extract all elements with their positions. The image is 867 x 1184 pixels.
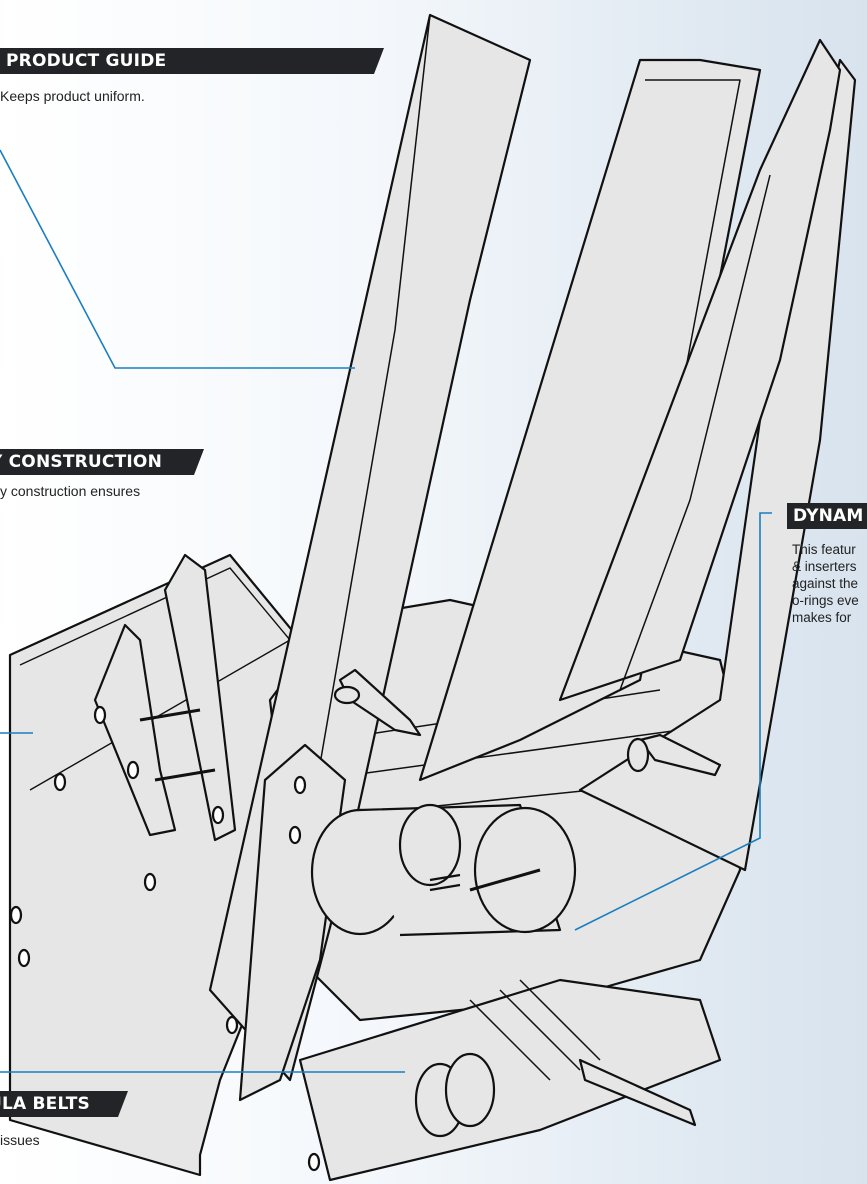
belts-description: issues <box>0 1132 40 1148</box>
dynamic-description: This featur & inserters against the o-ri… <box>792 541 859 626</box>
dynamic-line: This featur <box>792 542 856 557</box>
knob-right <box>638 733 722 777</box>
base-plate <box>298 978 722 1182</box>
leader-line-product-guide <box>0 149 355 369</box>
product-guide-banner: PRODUCT GUIDE <box>0 48 384 74</box>
product-guide-title: PRODUCT GUIDE <box>6 51 167 71</box>
belts-banner: ULA BELTS <box>0 1091 128 1117</box>
leader-line-dynamic <box>574 512 772 931</box>
belts-title: ULA BELTS <box>2 1094 90 1114</box>
construction-title: Y CONSTRUCTION <box>0 452 162 472</box>
machine-illustration <box>8 13 857 1182</box>
left-bracket-1 <box>93 623 177 837</box>
guide-rail-center <box>418 58 762 782</box>
dynamic-line: makes for <box>792 610 852 625</box>
dynamic-title: DYNAM <box>793 506 864 526</box>
construction-banner: Y CONSTRUCTION <box>0 449 204 475</box>
construction-description: y construction ensures <box>0 483 141 499</box>
left-bracket-2 <box>163 553 237 842</box>
dynamic-line: against the <box>792 576 859 591</box>
dynamic-line: & inserters <box>792 559 857 574</box>
front-brace <box>238 743 347 1102</box>
dynamic-banner: DYNAM <box>787 503 867 529</box>
product-guide-description: Keeps product uniform. <box>0 88 145 104</box>
dynamic-line: o-rings eve <box>792 593 859 608</box>
guide-rail-right <box>558 38 842 702</box>
